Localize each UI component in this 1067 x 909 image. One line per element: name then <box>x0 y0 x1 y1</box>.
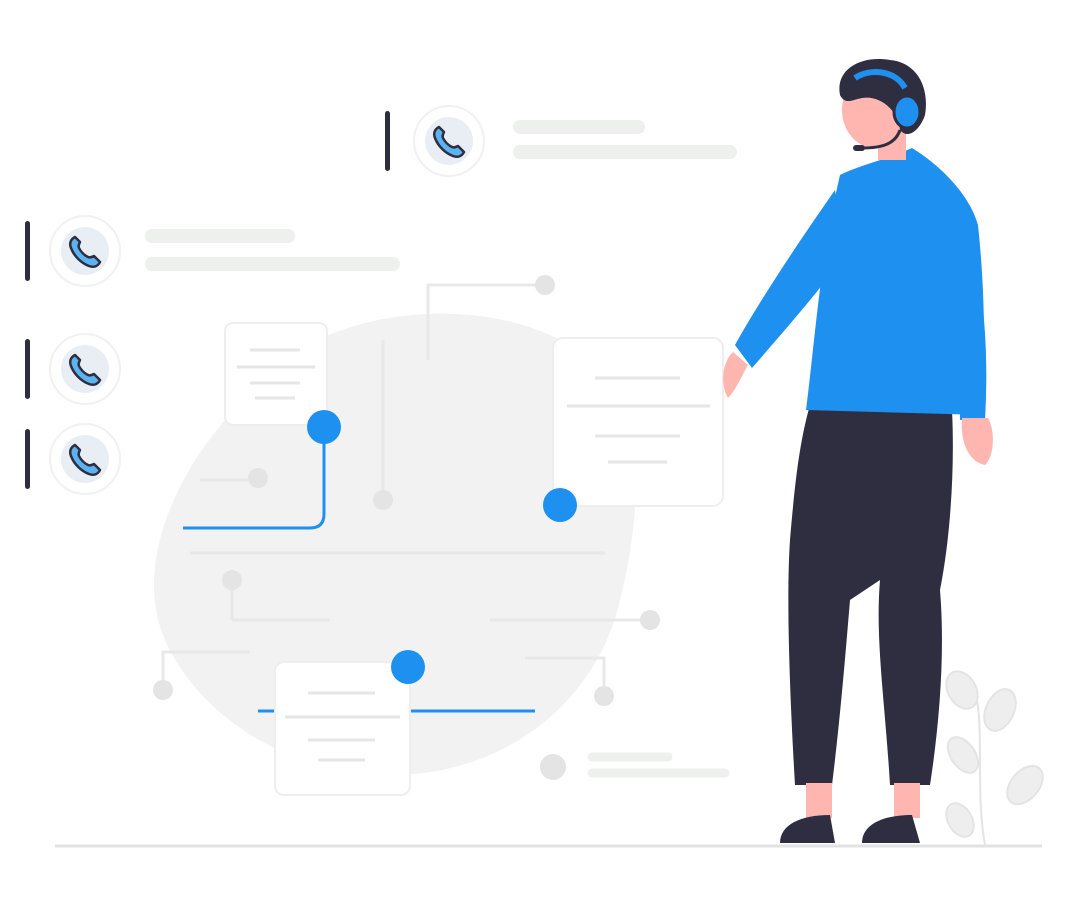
plant-icon <box>945 670 1044 846</box>
hand-left <box>723 352 748 398</box>
hand-right <box>961 418 993 465</box>
pants <box>788 405 953 785</box>
call-placeholder-line-long <box>145 257 400 271</box>
phone-icon <box>68 353 102 387</box>
phone-icon <box>68 235 102 269</box>
connector-nodes <box>153 275 660 780</box>
background-blob <box>154 313 636 776</box>
phone-icon-ring <box>49 215 121 287</box>
call-item-2 <box>25 215 405 287</box>
call-indicator-bar <box>25 221 30 281</box>
support-agent-person <box>723 59 993 843</box>
call-placeholder-line-long <box>513 145 737 159</box>
active-nodes <box>307 410 577 684</box>
bottom-placeholder-lines <box>587 752 730 778</box>
shoe-right <box>862 815 920 843</box>
phone-icon <box>432 125 466 159</box>
call-item-3 <box>25 333 145 405</box>
phone-icon-ring <box>49 423 121 495</box>
call-item-4 <box>25 423 145 495</box>
card-small-left <box>224 322 328 426</box>
phone-icon-ring <box>413 105 485 177</box>
call-indicator-bar <box>25 429 30 489</box>
call-placeholder-line-short <box>513 120 645 134</box>
shoe-left <box>780 815 835 843</box>
call-placeholder-line-short <box>145 229 295 243</box>
phone-icon-bg <box>61 227 109 275</box>
call-item-1 <box>385 105 745 177</box>
card-large-right <box>552 337 724 507</box>
phone-icon-bg <box>61 345 109 393</box>
phone-icon-bg <box>61 435 109 483</box>
shirt <box>806 148 985 415</box>
phone-icon <box>68 443 102 477</box>
headset-icon <box>853 69 922 151</box>
card-bottom <box>274 661 411 796</box>
call-indicator-bar <box>385 111 390 171</box>
phone-icon-bg <box>425 117 473 165</box>
call-indicator-bar <box>25 339 30 399</box>
phone-icon-ring <box>49 333 121 405</box>
